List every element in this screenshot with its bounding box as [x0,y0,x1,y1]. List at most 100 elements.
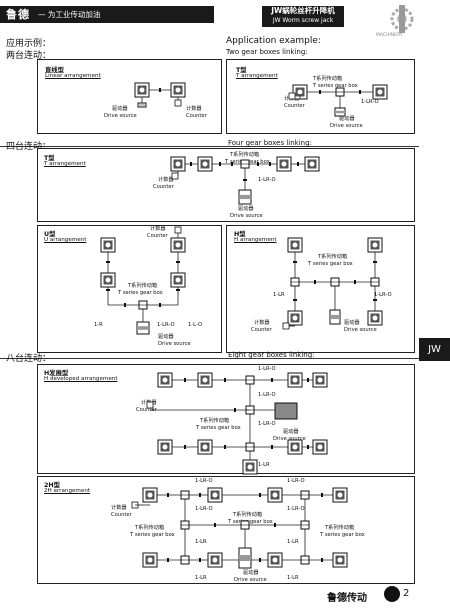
four-t-subtitle: T arrangement [44,161,86,167]
jack-screw-icon [377,89,383,95]
coupling-icon [359,90,361,94]
coupling-icon [124,303,126,307]
four-u-counter-en: Counter [147,233,168,239]
jack-screw-icon [175,277,181,283]
four-h-lro: 1-LR-O [374,292,392,298]
jack-screw-icon [105,277,111,283]
gear-icon [390,5,414,33]
eight-2h-lro-4: 1-LR-O [287,506,305,512]
coupling-icon [307,445,309,449]
four-u-title: U型 [44,231,56,238]
coupling-icon [106,261,110,263]
jack-screw-icon [309,161,315,167]
counter-icon [282,322,290,330]
eight-2h-drive-en: Drive source [234,577,267,583]
eight-2h-gear-en-3: T series gear box [320,532,365,538]
counter-icon [171,172,179,180]
jack-screw-icon [212,557,218,563]
header-bar [0,6,214,23]
two-t-drive-en: Drive source [330,123,363,129]
four-h-subtitle: H arrangement [234,237,277,243]
coupling-icon [293,299,297,301]
motor-icon [274,402,298,420]
counter-icon [174,99,182,107]
brand-name: 鲁德 [6,8,30,21]
coupling-icon [184,378,186,382]
eight-2h-gear-cn-1: T系列传动箱 [135,525,165,531]
four-u-subtitle: U arrangement [44,237,87,243]
jack-screw-icon [297,89,303,95]
coupling-icon [297,162,299,166]
eight-h-lro-2: 1-LR-O [258,392,276,398]
panel-four-u [37,225,222,353]
jack-screw-icon [292,242,298,248]
four-u-lo: 1-L-O [188,322,203,328]
eight-h-lro-1: 1-LR-O [258,366,276,372]
product-title-box: JW蜗轮丝杆升降机 JW Worm screw jack [262,6,344,27]
eight-h-lro-3: 1-LR-O [258,421,276,427]
panel-four-h [226,225,415,353]
four-u-r: 1-R [94,322,103,328]
jack-screw-icon [162,444,168,450]
eight-2h-gear-en-1: T series gear box [130,532,175,538]
two-t-lro: 1-LR-O [361,99,379,105]
eight-h-gear-en: T series gear box [196,425,241,431]
coupling-icon [274,523,276,527]
panel-four-t [37,148,415,222]
motor-band-icon [138,104,146,106]
eight-h-gear-cn: T系列传动箱 [200,418,230,424]
jack-screw-icon [372,242,378,248]
eight-h-counter-en: Counter [136,407,157,413]
coupling-icon [159,303,161,307]
counter-icon [174,226,182,234]
four-t-title: T型 [44,155,55,162]
eight-2h-lr-1: 1-LR [195,539,207,545]
counter-icon [146,401,154,409]
product-title-cn: JW蜗轮丝杆升降机 [271,6,335,15]
jack-screw-icon [372,315,378,321]
eight-2h-lr-4: 1-LR [287,575,299,581]
four-heading-en: Four gear boxes linking: [228,139,312,147]
coupling-icon [199,558,201,562]
coupling-icon [224,378,226,382]
eight-h-drive-cn: 驱动器 [283,429,299,435]
counter-icon [288,92,296,100]
jack-screw-icon [337,557,343,563]
four-h-drive-cn: 驱动器 [344,320,360,326]
jack-screw-icon [139,87,145,93]
rule-four [0,146,419,147]
motor-band-icon [335,110,345,114]
coupling-icon [259,558,261,562]
panel-eight-2h [37,476,415,584]
two-t-title: T型 [236,67,247,74]
coupling-icon [293,261,297,263]
jack-screw-icon [272,492,278,498]
motor-band-icon [330,314,340,320]
coupling-icon [176,261,180,263]
two-t-gear-en: T series gear box [313,83,358,89]
jack-screw-icon [202,377,208,383]
eight-2h-gear-en-2: T series gear box [228,519,273,525]
eight-heading-cn: 八台连动： [6,354,52,364]
linear-counter-cn: 计数器 [186,106,202,112]
eight-2h-gear-cn-3: T系列传动箱 [325,525,355,531]
four-h-gear-en: T series gear box [308,261,353,267]
motor-band-icon [137,326,149,330]
coupling-icon [199,493,201,497]
four-u-counter-cn: 计数器 [150,226,166,232]
logo-text: MACHINERY [376,33,403,38]
coupling-icon [271,445,273,449]
panel-linear [37,59,222,134]
coupling-icon [167,493,169,497]
coupling-icon [219,162,221,166]
two-heading-cn: 两台连动： [6,51,52,61]
motor-band-icon [239,194,251,200]
rule-eight [0,358,419,359]
eight-heading-en: Eight gear boxes linking: [228,351,315,359]
eight-2h-counter-cn: 计数器 [111,505,127,511]
intro-heading-en: Application example: [226,36,321,46]
eight-h-lr: 1-LR [258,462,270,468]
jack-screw-icon [272,557,278,563]
coupling-icon [373,261,377,263]
